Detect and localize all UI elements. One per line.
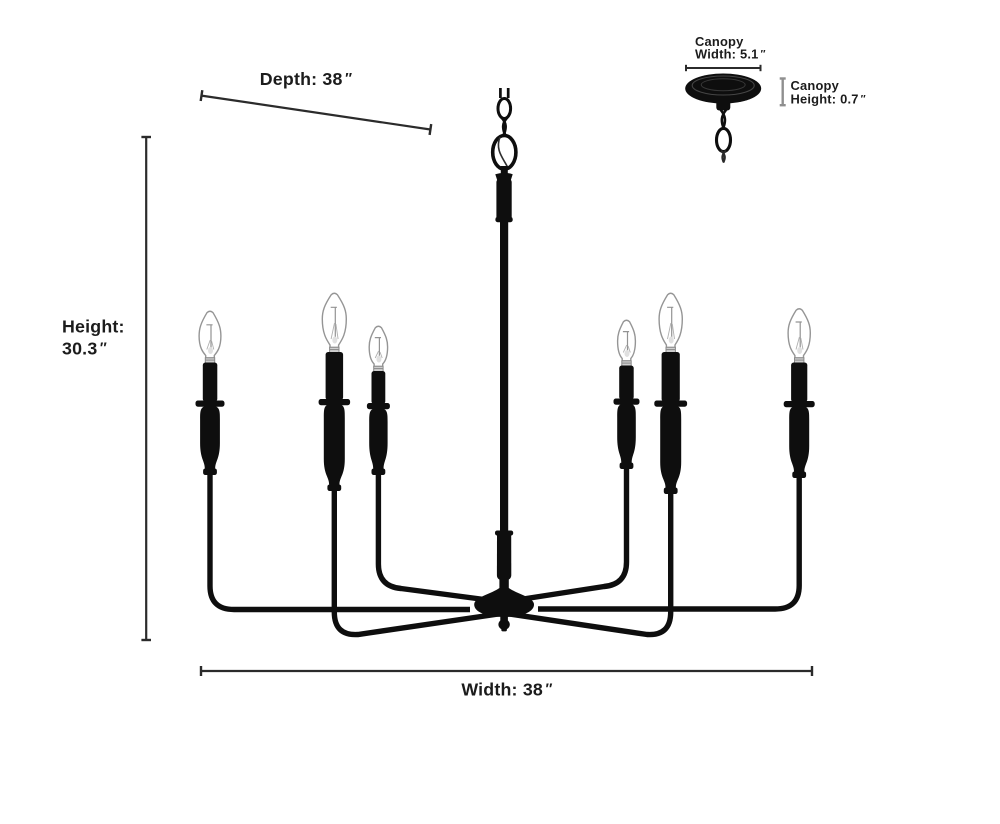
svg-text:Canopy: Canopy [695,34,744,49]
svg-text:Canopy: Canopy [791,78,840,93]
svg-text:30.3″: 30.3″ [62,339,107,359]
svg-text:Width: 38″: Width: 38″ [461,680,552,700]
svg-text:Width: 5.1″: Width: 5.1″ [695,46,766,61]
svg-text:Height:: Height: [62,317,125,337]
svg-text:Height: 0.7″: Height: 0.7″ [791,92,866,107]
svg-text:Depth: 38″: Depth: 38″ [260,69,352,89]
